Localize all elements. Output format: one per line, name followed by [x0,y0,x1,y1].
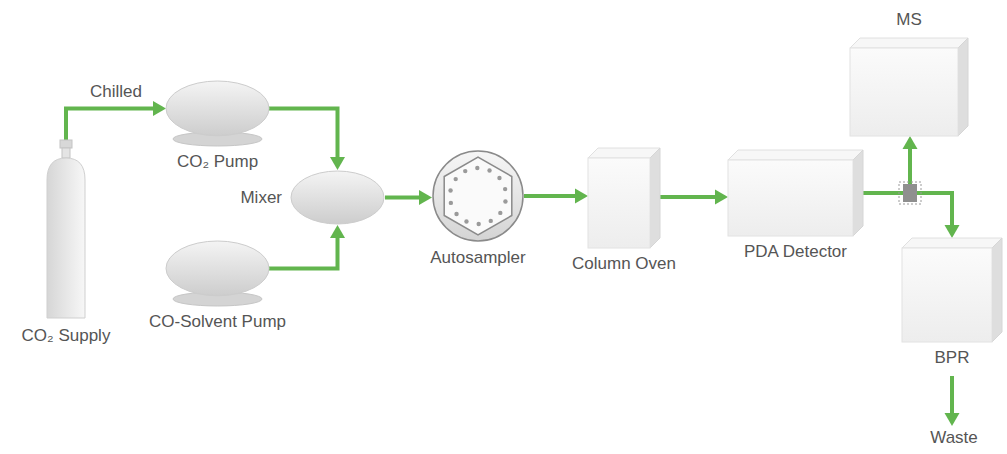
ms-box: MS [850,38,968,136]
flow-line [863,147,910,193]
flow-line [524,194,577,198]
waste-outlet: Waste [928,426,980,450]
arrow-head [903,136,918,149]
component-label: Waste [930,428,978,448]
arrow-head [945,225,960,238]
arrow-head [945,413,960,426]
flow-line [950,376,954,415]
arrow-head [330,157,345,170]
component-label: CO₂ Pump [177,152,258,172]
gas-cylinder: CO₂ Supply [45,140,87,320]
component-label: Mixer [240,188,282,208]
pump-unit-outline [165,80,270,146]
column-oven-box: Column Oven [588,148,660,248]
flow-connector [269,108,345,170]
arrow-head [575,189,588,204]
mixer-unit-outline [290,170,385,225]
arrow-head [715,190,728,205]
flow-line [660,195,717,199]
bpr-box-outline [902,238,1002,342]
pump-unit: CO₂ Pump [165,80,270,146]
component-label: Column Oven [572,254,676,274]
detector-box-outline [728,150,863,236]
bpr-box: BPR [902,238,1002,342]
flow-connector [524,189,588,204]
detector-box: PDA Detector [728,150,863,236]
flow-connector [660,190,728,205]
flow-connector [385,190,432,205]
component-label: Autosampler [430,248,525,268]
autosampler-unit-outline [432,150,524,242]
arrow-head [419,190,432,205]
component-label: MS [896,10,922,30]
flow-line [269,108,338,159]
component-label: CO₂ Supply [22,326,111,346]
flow-connector [66,101,166,140]
component-label: CO-Solvent Pump [149,312,286,332]
column-oven-box-outline [588,148,660,248]
ms-box-outline [850,38,968,136]
gas-cylinder-outline [45,140,87,320]
component-label: BPR [935,348,970,368]
mixer-unit: Mixer [290,170,385,225]
autosampler-unit: Autosampler [432,150,524,242]
edge-label: Chilled [88,82,144,102]
flow-line [269,236,338,268]
component-label: PDA Detector [744,242,847,262]
flow-splitter-body [903,184,917,202]
pump-unit: CO-Solvent Pump [165,240,270,306]
flow-connector [945,376,960,426]
flow-line [385,196,421,200]
arrow-head [330,225,345,238]
flow-connector [269,225,345,268]
flow-splitter [899,182,921,204]
pump-unit-outline [165,240,270,306]
flow-line [66,108,155,140]
arrow-head [153,101,166,116]
